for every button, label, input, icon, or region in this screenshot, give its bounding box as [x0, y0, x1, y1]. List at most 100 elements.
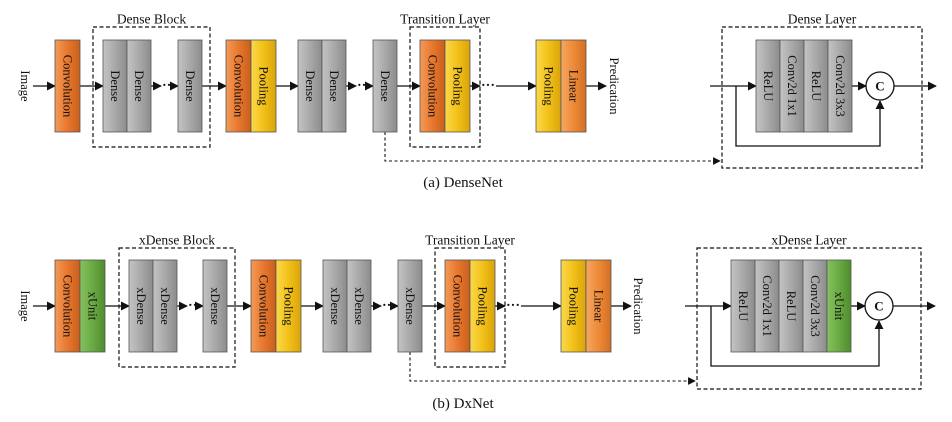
- dxnet-dense-layer-5: [346, 259, 372, 353]
- densenet-transition-1-pooling: [250, 39, 277, 133]
- densenet-head-pooling: [535, 39, 562, 133]
- densenet-transition-1-pooling-label: Pooling: [257, 67, 271, 107]
- dxnet-transition-1-convolution-label: Convolution: [257, 275, 271, 338]
- dxnet-transition-1-pooling: [275, 259, 302, 353]
- densenet-transition-2-pooling-label: Pooling: [451, 67, 465, 107]
- dxnet-dense-layer-6-label: xDense: [403, 287, 417, 325]
- dxnet-dense-block-title: xDense Block: [139, 233, 215, 248]
- densenet-ellipsis-3: ···: [481, 79, 495, 94]
- densenet-head-pooling-label: Pooling: [542, 67, 556, 107]
- densenet-detail-conv3-4: [827, 39, 853, 133]
- densenet-layer-detail-frame: [721, 26, 923, 169]
- dxnet-skip-connection: [710, 306, 884, 367]
- dxnet-callout-line: [409, 352, 696, 385]
- dxnet-stem-xunit-label: xUnit: [86, 292, 100, 321]
- densenet-detail-conv1-2-label: Conv2d 1x1: [785, 55, 799, 116]
- densenet-detail-conv1-2: [779, 39, 805, 133]
- dxnet-detail-relu-1: [730, 259, 756, 353]
- dxnet-transition-2-convolution: [444, 259, 471, 353]
- densenet-concat-label: C: [875, 79, 884, 94]
- densenet-dense-layer-5-label: Dense: [327, 70, 341, 102]
- dxnet-head-linear: [585, 259, 612, 353]
- dxnet-concat-node: [864, 291, 894, 321]
- dxnet-head-pooling-label: Pooling: [567, 287, 581, 327]
- dxnet-transition-1-convolution: [250, 259, 277, 353]
- densenet-callout-line: [384, 132, 721, 165]
- densenet-transition-2-pooling: [444, 39, 471, 133]
- densenet-dense-block-layer-3-label: Dense: [183, 70, 197, 102]
- dxnet-transition-2-convolution-label: Convolution: [451, 275, 465, 338]
- densenet-transition-title: Transition Layer: [400, 12, 490, 27]
- dxnet-transition-1-pooling-label: Pooling: [282, 287, 296, 327]
- dxnet-layer-detail-title: xDense Layer: [771, 233, 847, 248]
- dxnet-dense-block-layer-2-label: xDense: [158, 287, 172, 325]
- dxnet-output-label: Predication: [631, 278, 645, 336]
- dxnet-dense-block-layer-3-label: xDense: [208, 287, 222, 325]
- densenet-dense-block-layer-2: [126, 39, 152, 133]
- densenet-transition-frame: [409, 26, 481, 148]
- dxnet-transition-2-pooling-label: Pooling: [476, 287, 490, 327]
- densenet-detail-relu-3-label: ReLU: [809, 71, 823, 102]
- densenet-stem-convolution: [54, 39, 81, 133]
- densenet-detail-relu-1-label: ReLU: [761, 71, 775, 102]
- densenet-ellipsis-1: ···: [162, 79, 176, 94]
- connection-lines: [33, 81, 937, 385]
- densenet-head-linear: [560, 39, 587, 133]
- dxnet-detail-relu-3-label: ReLU: [784, 291, 798, 322]
- densenet-transition-2-convolution-label: Convolution: [426, 55, 440, 118]
- densenet-input-label: Image: [18, 70, 32, 102]
- dxnet-caption: (b) DxNet: [432, 396, 494, 412]
- densenet-dense-layer-4: [297, 39, 323, 133]
- dxnet-ellipsis-1: ···: [188, 299, 202, 314]
- densenet-dense-layer-4-label: Dense: [303, 70, 317, 102]
- dxnet-ellipsis-3: ···: [506, 299, 520, 314]
- dxnet-ellipsis-2: ···: [382, 299, 396, 314]
- dxnet-detail-relu-3: [778, 259, 804, 353]
- dxnet-stem-xunit: [79, 259, 106, 353]
- dxnet-detail-conv3-4-label: Conv2d 3x3: [808, 275, 822, 336]
- densenet-dense-block-title: Dense Block: [117, 12, 187, 27]
- dxnet-detail-xunit-5: [826, 259, 852, 353]
- densenet-detail-relu-3: [803, 39, 829, 133]
- densenet-skip-connection: [735, 86, 885, 147]
- dxnet-dense-block-layer-1-label: xDense: [134, 287, 148, 325]
- dxnet-stem-convolution-label: Convolution: [61, 275, 75, 338]
- densenet-output-label: Predication: [607, 58, 621, 116]
- densenet-ellipsis-2: ···: [357, 79, 371, 94]
- dxnet-transition-title: Transition Layer: [425, 233, 515, 248]
- diagram-labels: Image Dense Block ··· ··· Transition Layer ··…: [18, 12, 857, 413]
- dxnet-dense-block-layer-3: [202, 259, 228, 353]
- densenet-dense-layer-6-label: Dense: [378, 70, 392, 102]
- dxnet-detail-conv1-2-label: Conv2d 1x1: [760, 275, 774, 336]
- dxnet-detail-conv1-2: [754, 259, 780, 353]
- densenet-transition-2-convolution: [419, 39, 446, 133]
- dxnet-layer-detail-frame: [696, 247, 922, 390]
- densenet-dense-block-layer-1: [102, 39, 128, 133]
- densenet-dense-layer-5: [321, 39, 347, 133]
- group-frames: [92, 26, 923, 390]
- dxnet-dense-block-layer-2: [152, 259, 178, 353]
- densenet-detail-conv3-4-label: Conv2d 3x3: [833, 55, 847, 116]
- dxnet-dense-layer-4-label: xDense: [328, 287, 342, 325]
- densenet-dense-block-layer-1-label: Dense: [108, 70, 122, 102]
- dxnet-stem-convolution: [54, 259, 81, 353]
- densenet-dense-layer-6: [372, 39, 398, 133]
- densenet-caption: (a) DenseNet: [423, 175, 503, 191]
- dxnet-dense-block-layer-1: [128, 259, 154, 353]
- densenet-dense-block-layer-2-label: Dense: [132, 70, 146, 102]
- dxnet-transition-2-pooling: [469, 259, 496, 353]
- dxnet-dense-layer-6: [397, 259, 423, 353]
- densenet-transition-1-convolution: [225, 39, 252, 133]
- dxnet-dense-block-frame: [118, 247, 236, 368]
- densenet-concat-node: [865, 71, 895, 101]
- densenet-dense-block-frame: [92, 26, 211, 148]
- densenet-layer-detail-title: Dense Layer: [788, 12, 857, 27]
- dxnet-dense-layer-4: [322, 259, 348, 353]
- densenet-head-linear-label: Linear: [567, 70, 581, 103]
- dxnet-concat-label: C: [874, 299, 883, 314]
- densenet-transition-1-convolution-label: Convolution: [232, 55, 246, 118]
- densenet-dense-block-layer-3: [177, 39, 203, 133]
- dxnet-head-pooling: [560, 259, 587, 353]
